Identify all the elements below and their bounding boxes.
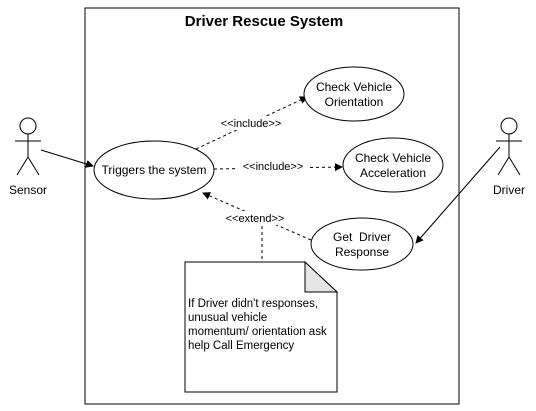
note-text-line4: help Call Emergency	[188, 340, 294, 352]
use-case-check-vehicle-acceleration[interactable]: Check Vehicle Acceleration	[342, 137, 444, 193]
sensor-association	[40, 149, 94, 168]
use-case-label-line2: Acceleration	[360, 166, 426, 180]
sensor-label: Sensor	[9, 183, 47, 197]
driver-association	[415, 146, 501, 244]
note-text-line2: unusual vehicle	[188, 312, 267, 324]
extend-response-label: <<extend>>	[226, 213, 285, 225]
use-case-label-line1: Get Driver	[333, 230, 391, 244]
extend-response-arrow	[202, 192, 312, 241]
note-text-line3: momentum/ orientation ask	[188, 326, 327, 338]
use-case-label-line1: Check Vehicle	[316, 80, 392, 94]
use-case-label: Triggers the system	[102, 163, 207, 177]
use-case-label-line1: Check Vehicle	[355, 151, 431, 165]
include-orientation-label: <<include>>	[221, 118, 282, 130]
use-case-label-line2: Response	[335, 245, 389, 259]
use-case-triggers-the-system[interactable]: Triggers the system	[93, 140, 215, 200]
driver-actor[interactable]: Driver	[493, 117, 525, 197]
system-title: Driver Rescue System	[185, 13, 343, 30]
note-text-line1: If Driver didn't responses,	[188, 298, 318, 310]
use-case-label-line2: Orientation	[325, 95, 384, 109]
include-acceleration-label: <<include>>	[243, 161, 304, 173]
use-case-check-vehicle-orientation[interactable]: Check Vehicle Orientation	[303, 66, 405, 122]
sensor-actor[interactable]: Sensor	[9, 117, 47, 197]
stick-figure-icon	[15, 117, 41, 176]
driver-label: Driver	[493, 183, 525, 197]
note[interactable]: If Driver didn't responses, unusual vehi…	[184, 260, 339, 393]
use-case-get-driver-response[interactable]: Get Driver Response	[310, 217, 414, 271]
note-folded-corner-icon	[304, 260, 339, 293]
stick-figure-icon	[496, 117, 522, 176]
